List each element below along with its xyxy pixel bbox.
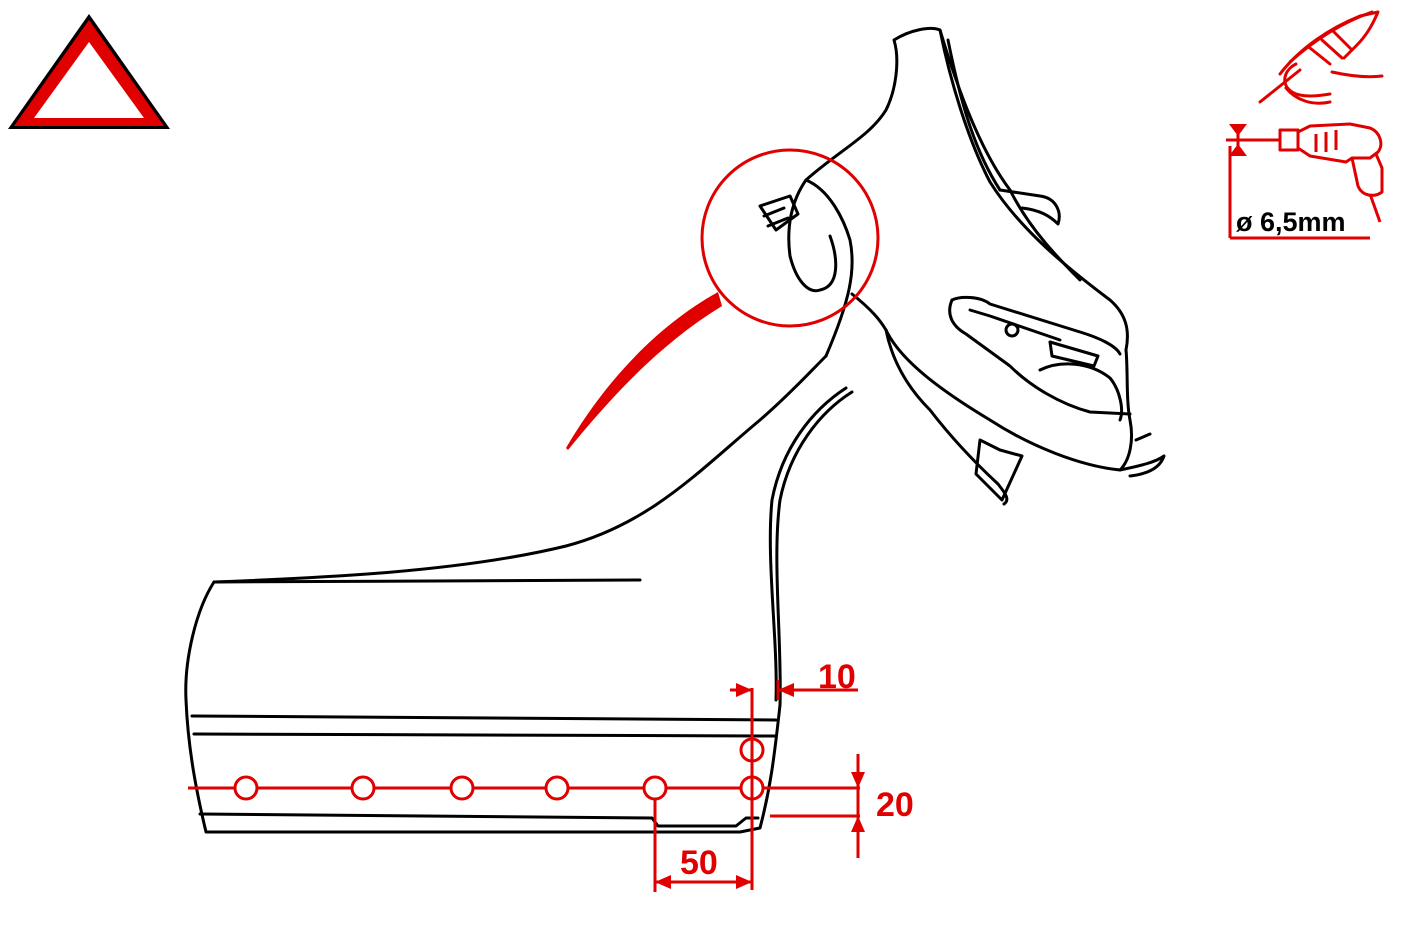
dimension-label-edge-offset: 10 [818,658,856,696]
cut-line-group [188,737,860,801]
drill-hole [544,775,570,801]
quarter-panel-outline [184,26,1166,834]
drill-icon [1226,122,1384,240]
dimension-lines [653,680,865,892]
dimension-label-hole-spacing: 50 [680,844,718,882]
detail-callout [566,148,880,450]
detail-circle [700,148,880,328]
warning-triangle-icon [8,14,170,129]
drill-hole [449,775,475,801]
dimension-label-row-offset: 20 [876,786,914,824]
drill-hole [233,775,259,801]
drill-hole [350,775,376,801]
drill-hole [642,775,668,801]
callout-leader [566,292,722,450]
hand-chisel-icon [1258,10,1384,105]
drill-diameter-label: ø 6,5mm [1236,207,1346,237]
